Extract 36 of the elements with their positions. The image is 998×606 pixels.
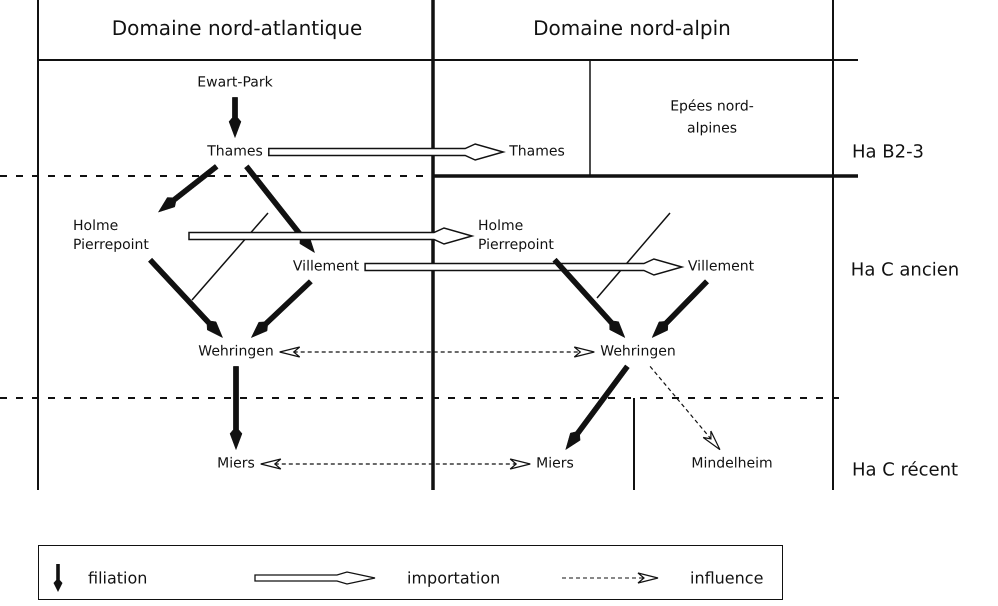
column-heading: Domaine nord-alpin: [533, 16, 731, 40]
site-name: Ewart-Park: [197, 74, 273, 92]
filiation-arrow: [158, 164, 218, 212]
site-name: Mindelheim: [691, 454, 773, 474]
importation-arrow: [268, 143, 506, 161]
influence-arrow: [650, 366, 720, 450]
cell-label: Epées nord-alpines: [669, 98, 755, 139]
site-name: Wehringen: [198, 342, 274, 362]
site-name: Holme Pierrepoint: [73, 217, 183, 255]
site-name: Villement: [292, 258, 360, 276]
site-name: Holme Pierrepoint: [478, 217, 588, 255]
filiation-arrow: [230, 366, 242, 450]
site-name: Miers: [217, 454, 255, 474]
legend-label: influence: [690, 568, 764, 588]
site-name: Thames: [207, 142, 263, 162]
filiation-arrow: [228, 97, 242, 138]
filiation-arrow: [565, 364, 630, 450]
influence-arrow: [260, 458, 531, 470]
filiation-arrow: [552, 258, 626, 338]
filiation-arrow: [148, 258, 223, 338]
column-heading: Domaine nord-atlantique: [112, 16, 362, 40]
legend-label: importation: [407, 568, 500, 588]
filiation-arrow: [652, 279, 710, 338]
importation-arrow: [364, 258, 685, 276]
period-label: Ha C ancien: [850, 260, 960, 280]
site-name: Miers: [536, 454, 574, 474]
influence-arrow: [279, 346, 595, 358]
site-name: Thames: [509, 142, 565, 162]
importation-arrow: [188, 227, 475, 245]
legend-label: filiation: [88, 568, 148, 588]
filiation-arrow: [244, 164, 315, 253]
period-label: Ha B2-3: [852, 142, 924, 162]
site-name: Villement: [688, 258, 754, 276]
filiation-arrow: [251, 279, 313, 338]
site-name: Wehringen: [600, 342, 676, 362]
period-label: Ha C récent: [852, 460, 958, 480]
